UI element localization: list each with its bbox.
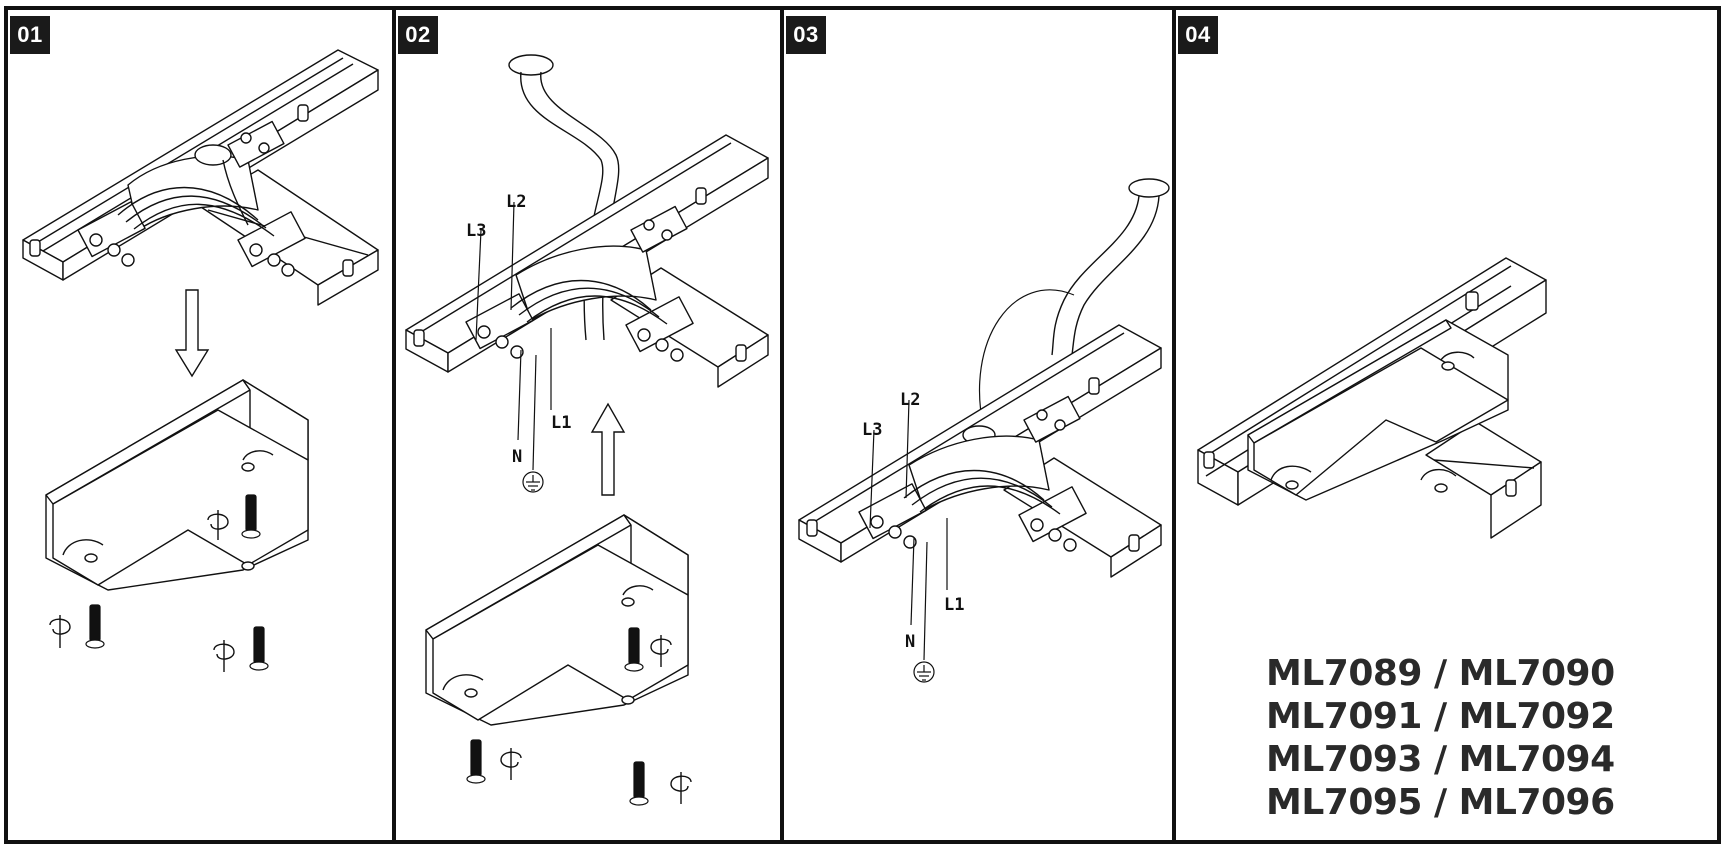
ground-symbol-icon (522, 471, 544, 493)
wire-label-l1: L1 (551, 413, 571, 433)
model-line: ML7095 / ML7096 (1266, 782, 1615, 823)
t-connector-icon (22, 49, 379, 306)
model-line: ML7089 / ML7090 (1266, 653, 1615, 694)
wire-label-n: N (512, 447, 522, 467)
step-number: 02 (398, 16, 438, 54)
wire-label-l3: L3 (862, 420, 882, 440)
step-panel-04: 04 (1172, 6, 1721, 844)
wire-label-group (869, 399, 948, 661)
wire-label-l2: L2 (506, 192, 526, 212)
cover-plate-icon (425, 514, 689, 726)
model-line: ML7093 / ML7094 (1266, 739, 1615, 780)
step-panel-02: 02 (392, 6, 784, 844)
wire-label-group (475, 201, 552, 471)
step-01-illustration (22, 49, 379, 672)
model-numbers: ML7089 / ML7090 ML7091 / ML7092 ML7093 /… (1266, 652, 1615, 824)
screw-icon (466, 627, 649, 806)
step-number: 01 (10, 16, 50, 54)
step-04-illustration (1197, 257, 1547, 539)
ground-symbol-icon (913, 661, 935, 683)
t-connector-icon (405, 134, 769, 388)
direction-arrow-icon (174, 289, 210, 378)
wire-label-l3: L3 (466, 221, 486, 241)
step-panel-01: 01 (4, 6, 396, 844)
t-connector-icon (798, 324, 1162, 578)
wire-label-l2: L2 (900, 390, 920, 410)
wire-label-n: N (905, 632, 915, 652)
cover-plate-icon (45, 379, 309, 591)
rotate-arrow-icon (49, 510, 235, 672)
wire-label-l1: L1 (944, 595, 964, 615)
direction-arrow-icon (590, 402, 626, 496)
step-number: 03 (786, 16, 826, 54)
model-line: ML7091 / ML7092 (1266, 696, 1615, 737)
t-connector-icon (1197, 257, 1547, 539)
step-02-illustration: L3 L2 L1 N (405, 54, 769, 806)
step-number: 04 (1178, 16, 1218, 54)
screw-icon (85, 494, 269, 671)
step-03-illustration: L3 L2 L1 N (798, 178, 1170, 683)
rotate-arrow-icon (500, 635, 692, 804)
step-panel-03: 03 (780, 6, 1176, 844)
